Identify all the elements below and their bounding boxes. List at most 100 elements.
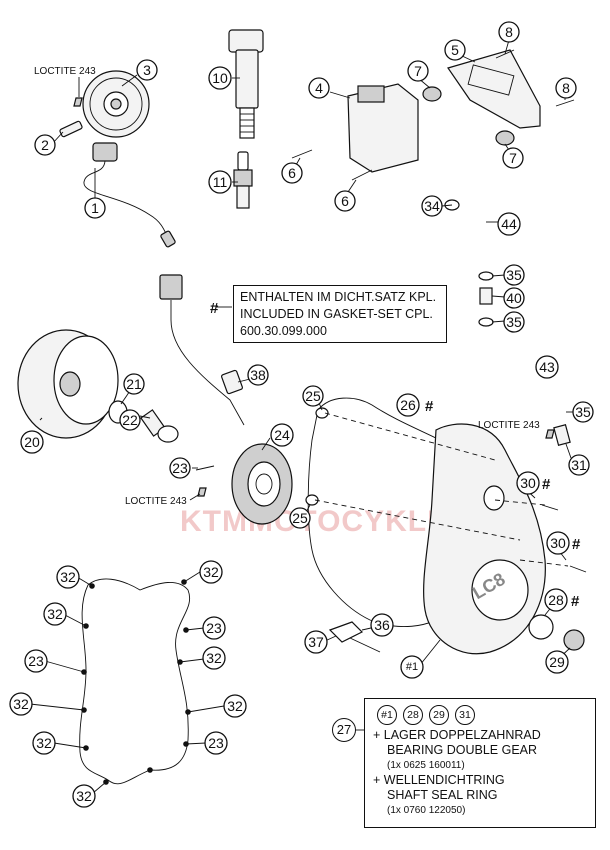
legend-refs: #1 28 29 31 bbox=[377, 705, 587, 725]
cover-plug-part bbox=[563, 629, 585, 651]
svg-text:23: 23 bbox=[206, 620, 222, 636]
dowel-pin-b bbox=[305, 494, 319, 506]
callout-22: 22 bbox=[119, 409, 141, 431]
legend-line-4: SHAFT SEAL RING bbox=[387, 788, 498, 802]
svg-text:8: 8 bbox=[505, 24, 513, 40]
pickup-sensor-part bbox=[83, 142, 176, 248]
callout-23a: 23 bbox=[169, 457, 191, 479]
callout-4: 4 bbox=[308, 77, 330, 99]
callout-40: 40 bbox=[503, 287, 525, 309]
legend-line-2: BEARING DOUBLE GEAR bbox=[387, 743, 538, 757]
callout-20: 20 bbox=[20, 430, 44, 454]
callout-32c: 32 bbox=[43, 602, 67, 626]
trigger-wheel-part bbox=[82, 70, 150, 138]
svg-text:32: 32 bbox=[206, 650, 222, 666]
loctite-drop-a bbox=[73, 97, 83, 107]
callout-5: 5 bbox=[444, 39, 466, 61]
svg-text:35: 35 bbox=[506, 314, 522, 330]
cdi-unit-part bbox=[347, 83, 419, 173]
callout-8a: 8 bbox=[498, 21, 520, 43]
svg-text:4: 4 bbox=[315, 80, 323, 96]
callout-32d: 32 bbox=[202, 646, 226, 670]
callout-21: 21 bbox=[123, 373, 145, 395]
mounting-bracket-part bbox=[447, 49, 541, 129]
gasket-holes bbox=[81, 579, 191, 785]
legend-ref-28: 28 bbox=[403, 705, 423, 725]
callout-11: 11 bbox=[208, 170, 232, 194]
callout-32b: 32 bbox=[199, 560, 223, 584]
svg-text:2: 2 bbox=[41, 137, 49, 153]
svg-text:5: 5 bbox=[451, 42, 459, 58]
legend-ref-cover: #1 bbox=[377, 705, 397, 725]
svg-text:32: 32 bbox=[13, 696, 29, 712]
callout-29: 29 bbox=[545, 650, 569, 674]
svg-text:40: 40 bbox=[506, 290, 522, 306]
flywheel-part bbox=[17, 329, 119, 439]
svg-text:37: 37 bbox=[308, 634, 324, 650]
callout-35b: 35 bbox=[503, 311, 525, 333]
loctite-drop-c bbox=[545, 429, 555, 439]
gasket-set-hash: # bbox=[210, 300, 219, 317]
gasket-note-line1: ENTHALTEN IM DICHT.SATZ KPL. bbox=[240, 290, 437, 304]
loctite-note-a: LOCTITE 243 bbox=[34, 66, 96, 77]
svg-text:21: 21 bbox=[126, 376, 142, 392]
callout-32f: 32 bbox=[223, 694, 247, 718]
svg-text:22: 22 bbox=[122, 412, 138, 428]
hash-26: # bbox=[425, 398, 434, 415]
crankcase-gasket-part bbox=[79, 578, 191, 785]
svg-text:30: 30 bbox=[520, 475, 536, 491]
svg-text:6: 6 bbox=[288, 165, 296, 181]
svg-text:44: 44 bbox=[501, 216, 517, 232]
svg-text:43: 43 bbox=[539, 359, 555, 375]
svg-text:32: 32 bbox=[47, 606, 63, 622]
svg-text:25: 25 bbox=[305, 388, 321, 404]
svg-text:#1: #1 bbox=[406, 661, 418, 673]
svg-text:32: 32 bbox=[36, 735, 52, 751]
gasket-note-line3: 600.30.099.000 bbox=[240, 324, 327, 338]
svg-text:3: 3 bbox=[143, 62, 151, 78]
callout-38: 38 bbox=[247, 364, 269, 386]
cable-guide-part bbox=[328, 621, 381, 653]
svg-text:8: 8 bbox=[562, 80, 570, 96]
svg-text:30: 30 bbox=[550, 535, 566, 551]
hash-30a: # bbox=[542, 476, 551, 493]
gasket-note-line2: INCLUDED IN GASKET-SET CPL. bbox=[240, 307, 433, 321]
svg-text:23: 23 bbox=[172, 460, 188, 476]
svg-text:32: 32 bbox=[76, 788, 92, 804]
legend-ref-29: 29 bbox=[429, 705, 449, 725]
callout-7a: 7 bbox=[407, 60, 429, 82]
callout-34: 34 bbox=[421, 195, 443, 217]
callout-30a: 30 bbox=[516, 471, 540, 495]
svg-text:1: 1 bbox=[91, 200, 99, 216]
legend-ref-31: 31 bbox=[455, 705, 475, 725]
loctite-note-c: LOCTITE 243 bbox=[478, 420, 540, 431]
callout-44: 44 bbox=[497, 212, 521, 236]
shaft-seal-part bbox=[528, 614, 554, 640]
callout-26: 26 bbox=[396, 393, 420, 417]
callout-35c: 35 bbox=[572, 401, 594, 423]
svg-text:23: 23 bbox=[208, 735, 224, 751]
hash-30b: # bbox=[572, 536, 581, 553]
legend-line-1: + LAGER DOPPELZAHNRAD bbox=[373, 728, 541, 742]
stator-screw-part bbox=[195, 465, 215, 471]
callout-32g: 32 bbox=[32, 731, 56, 755]
legend-sub-1: (1x 0625 160011) bbox=[387, 760, 465, 771]
gasket-callout-leaders bbox=[29, 571, 225, 794]
legend-sub-2: (1x 0760 122050) bbox=[387, 805, 466, 816]
callout-10: 10 bbox=[208, 66, 232, 90]
dowel-pin-a bbox=[315, 407, 329, 419]
svg-text:7: 7 bbox=[509, 150, 517, 166]
callout-43: 43 bbox=[535, 355, 559, 379]
callout-23d: 23 bbox=[204, 731, 228, 755]
hash-28: # bbox=[571, 593, 580, 610]
svg-text:34: 34 bbox=[424, 198, 440, 214]
callout-23c: 23 bbox=[24, 649, 48, 673]
cover-screw-part bbox=[541, 424, 587, 573]
sensor-bolt-part bbox=[59, 120, 83, 138]
callout-8b: 8 bbox=[555, 77, 577, 99]
svg-text:38: 38 bbox=[250, 367, 266, 383]
svg-text:11: 11 bbox=[213, 174, 228, 190]
svg-text:35: 35 bbox=[575, 404, 591, 420]
stator-cable-part bbox=[159, 274, 245, 426]
